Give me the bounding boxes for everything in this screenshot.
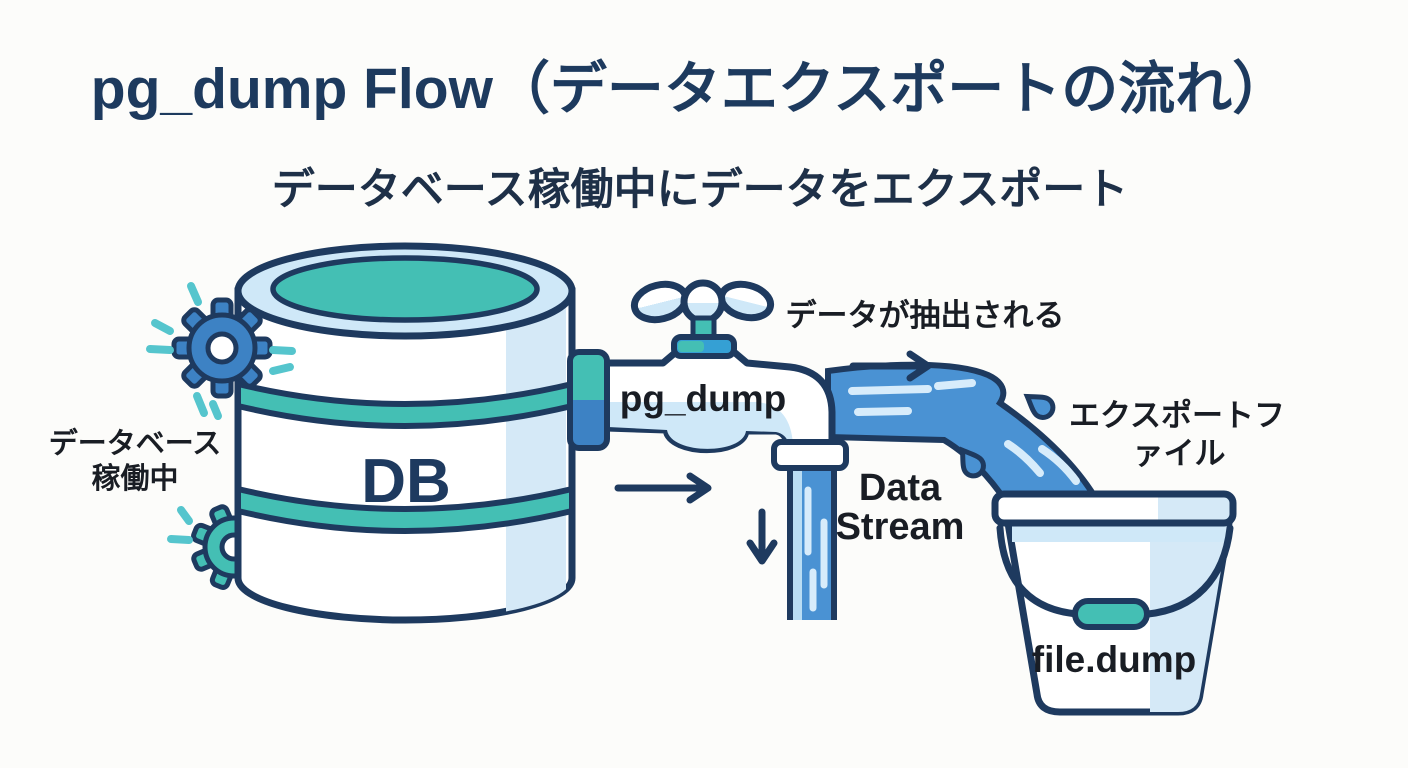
faucet-handle [630,279,775,359]
database-icon: DB [234,242,576,624]
pipe-collar [771,439,849,471]
gear-icon-top [171,297,273,399]
page-title: pg_dump Flow（データエクスポートの流れ） [91,57,1289,121]
faucet-label: pg_dump [620,378,786,419]
database-status-line1: データベース [49,426,222,460]
database-top-surface [270,255,540,323]
arrow-right-flow [614,472,712,504]
spark-dashes-bottom-gear [167,506,193,544]
faucet-outlet-pipe [771,439,849,620]
faucet-water [608,402,793,449]
database-label: DB [361,447,451,516]
spark-dashes-top-gear [146,282,296,420]
extraction-label: データが抽出される [786,298,1065,333]
arrow-down-flow [746,508,778,565]
page-subtitle: データベース稼働中にデータをエクスポート [272,165,1129,214]
bucket-label: file.dump [1032,639,1196,680]
bucket-rim [991,490,1237,527]
stream-highlights [848,379,1080,485]
water-stream [825,361,1111,525]
data-stream-line2: Stream [836,506,965,548]
faucet-flange [567,349,610,451]
droplet-icon [959,393,1056,479]
arrow-right-extraction [849,350,932,382]
database-shade [506,300,566,612]
export-file-line1: エクスポートフ [1069,398,1285,433]
bucket-inner-band [1012,524,1226,542]
export-file-line2: ァイル [1133,436,1226,471]
data-stream-line1: Data [859,467,942,509]
bucket-handle-grip [1072,598,1150,630]
export-file-label: エクスポートフ ァイル [1069,398,1285,471]
faucet-mount [671,334,737,359]
data-stream-label: Data Stream [836,467,965,548]
database-status-label: データベース 稼働中 [49,426,222,495]
bucket-handle [996,524,1234,630]
database-band-2 [235,485,575,534]
database-status-line2: 稼働中 [91,462,178,495]
stream-shape [825,361,1111,525]
faucet-icon: pg_dump [567,279,849,620]
